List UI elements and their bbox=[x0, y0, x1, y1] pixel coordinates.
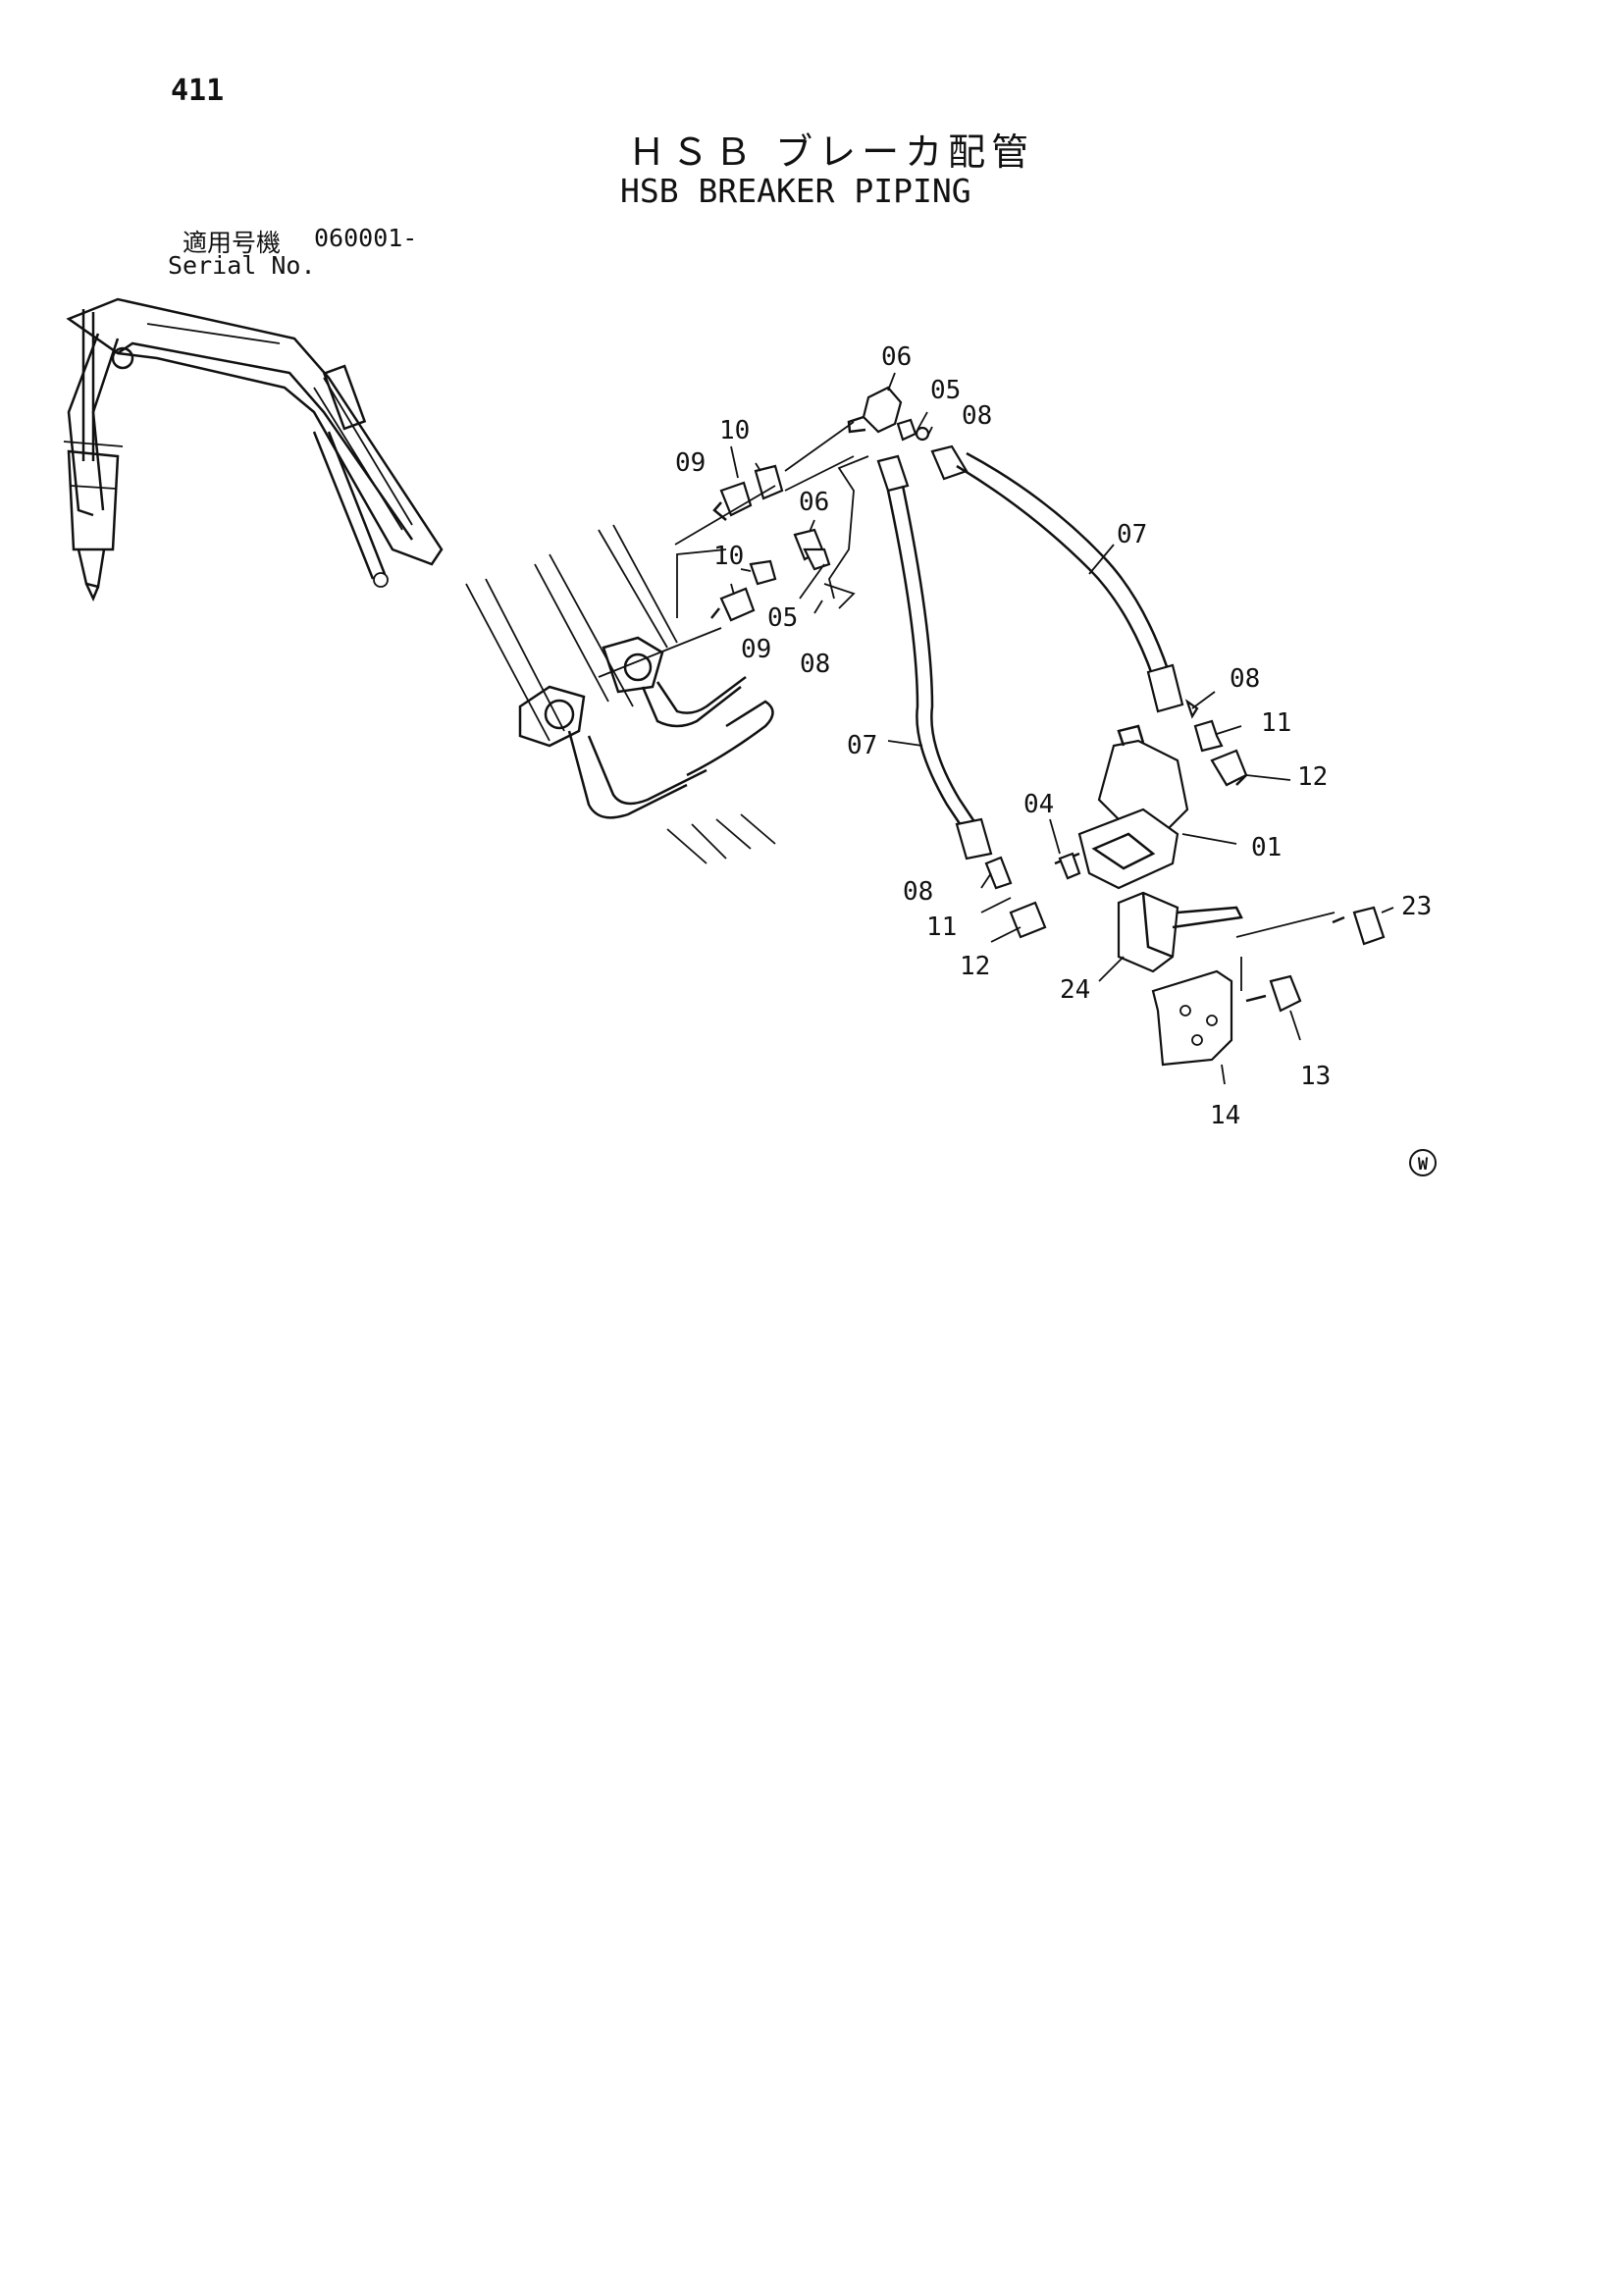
w-mark-letter: W bbox=[1418, 1155, 1429, 1174]
callout-label: 08 bbox=[800, 650, 830, 679]
callout-label: 11 bbox=[1261, 708, 1291, 738]
page-number: 411 bbox=[171, 74, 225, 108]
arm-structure-drawing bbox=[465, 524, 856, 864]
w-mark: W bbox=[1409, 1149, 1437, 1176]
callout-label: 09 bbox=[741, 635, 771, 664]
callout-label: 07 bbox=[847, 731, 877, 760]
callout-label: 23 bbox=[1401, 892, 1432, 921]
callout-label: 14 bbox=[1210, 1101, 1240, 1130]
callout-label: 10 bbox=[713, 542, 744, 571]
callout-label: 09 bbox=[675, 448, 706, 478]
callout-label: 04 bbox=[1023, 790, 1054, 819]
serial-label-japanese: 適用号機 bbox=[183, 229, 282, 257]
callout-labels: 06 05 08 10 09 06 10 05 09 08 07 07 08 1… bbox=[675, 342, 1432, 1130]
callout-label: 05 bbox=[930, 376, 961, 405]
callout-label: 06 bbox=[799, 488, 829, 517]
callout-label: 07 bbox=[1117, 520, 1147, 549]
callout-label: 08 bbox=[1230, 664, 1260, 694]
title-english: HSB BREAKER PIPING bbox=[620, 172, 971, 210]
serial-value: 060001- bbox=[314, 224, 418, 252]
callout-label: 08 bbox=[962, 401, 992, 431]
leader-lines bbox=[730, 372, 1394, 1085]
callout-label: 12 bbox=[960, 952, 990, 981]
callout-label: 24 bbox=[1060, 975, 1090, 1005]
upper-fittings-drawing bbox=[674, 386, 930, 622]
callout-label: 12 bbox=[1297, 762, 1328, 792]
serial-label-english: Serial No. bbox=[168, 251, 316, 280]
callout-label: 06 bbox=[881, 342, 912, 372]
callout-label: 01 bbox=[1251, 833, 1282, 862]
callout-label: 10 bbox=[719, 416, 750, 445]
title-japanese: ＨＳＢ ブレーカ配管 bbox=[628, 130, 1035, 174]
callout-label: 08 bbox=[903, 877, 933, 907]
callout-label: 05 bbox=[767, 603, 798, 633]
callout-label: 13 bbox=[1300, 1062, 1331, 1091]
excavator-attachment-drawing bbox=[63, 297, 444, 602]
valve-assembly-drawing bbox=[984, 699, 1386, 1067]
callout-label: 11 bbox=[926, 913, 957, 942]
